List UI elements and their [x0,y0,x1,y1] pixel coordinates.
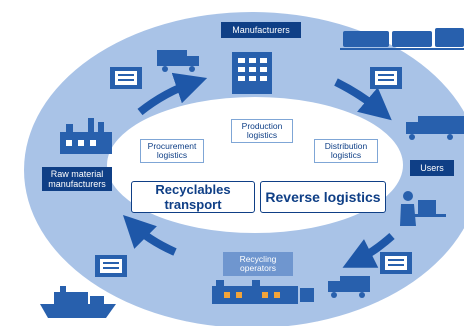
label-procurement-logistics: Procurement logistics [140,139,204,163]
label-recyclables-transport: Recyclables transport [131,181,255,213]
factory-building-icon [232,52,272,94]
warehouse-icon [380,252,412,274]
arrow-procurement [137,72,208,116]
user-icon [400,191,446,226]
label-reverse-logistics: Reverse logistics [260,181,386,213]
label-users: Users [410,160,454,176]
label-manufacturers: Manufacturers [221,22,301,38]
label-production-logistics: Production logistics [231,119,293,143]
warehouse-icon [110,67,142,89]
recycling-plant-icon [212,280,314,304]
label-recycling-operators: Recycling operators [223,252,293,276]
label-distribution-logistics: Distribution logistics [314,139,378,163]
warehouse-icon [370,67,402,89]
truck-icon [406,116,464,140]
warehouse-icon [95,255,127,277]
arrow-recyclables [122,214,177,256]
raw-material-factory-icon [60,118,112,154]
truck-icon [157,50,199,72]
label-raw-material-manufacturers: Raw material manufacturers [42,167,112,191]
arrow-reverse [342,233,395,268]
arrow-distribution [334,78,392,121]
ship-icon [40,286,116,318]
train-icon [340,28,464,50]
truck-icon [328,276,370,298]
